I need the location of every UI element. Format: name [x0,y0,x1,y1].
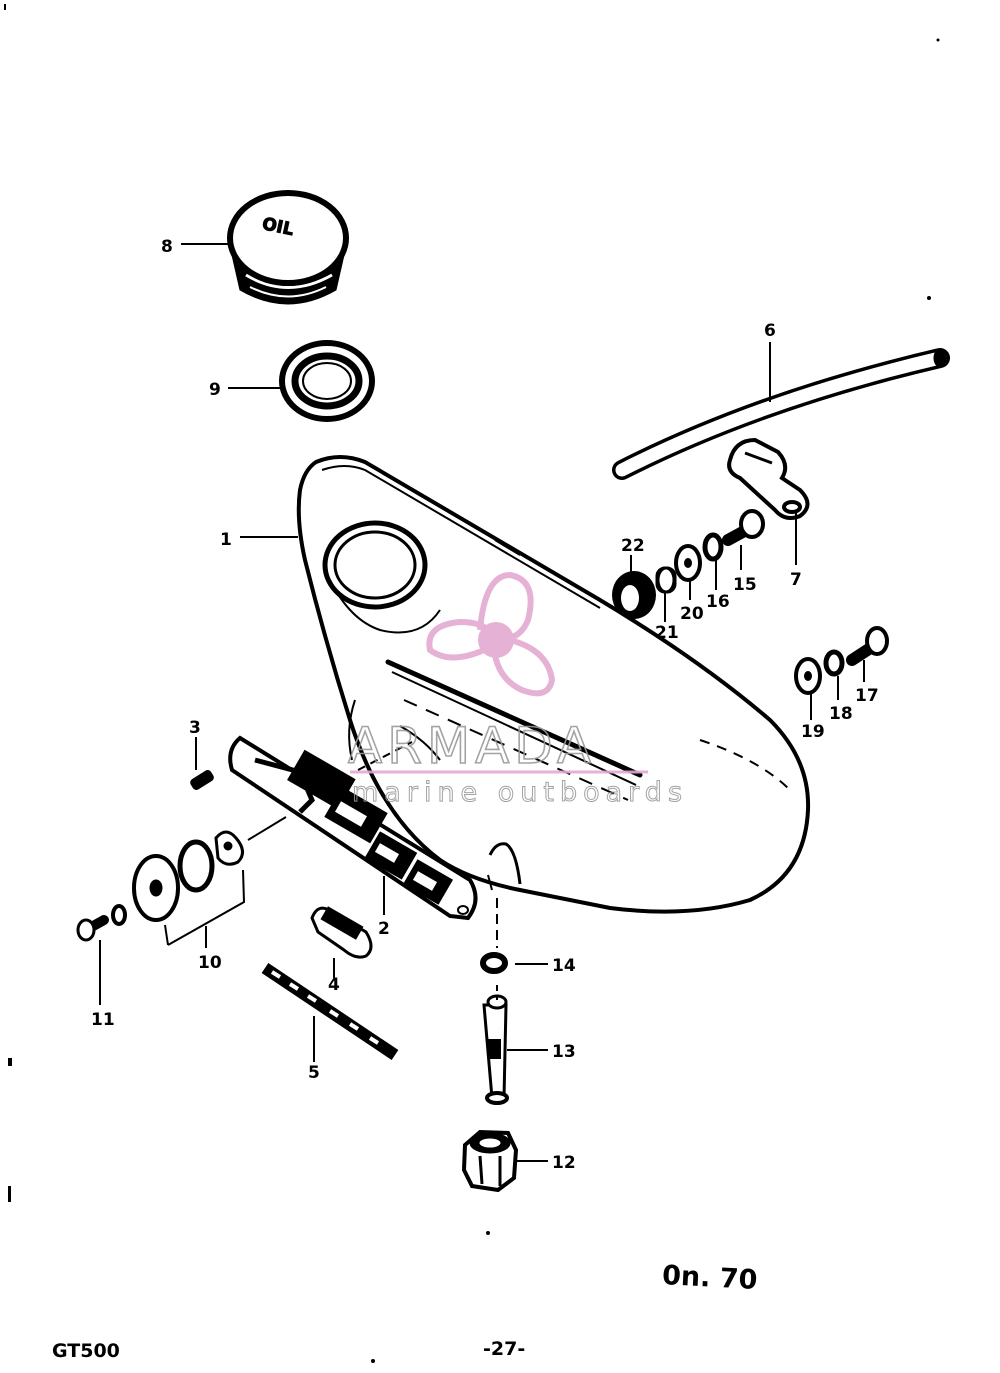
label-4: 4 [328,975,340,995]
label-15: 15 [733,575,757,595]
cap-text: OIL [260,214,295,240]
label-7: 7 [790,570,802,590]
gauge-scale [261,963,399,1060]
washer-18 [823,649,845,677]
washer-16 [702,532,724,562]
label-1: 1 [220,530,232,550]
label-18: 18 [829,704,853,724]
label-3: 3 [189,718,201,738]
label-21: 21 [655,623,679,643]
label-17: 17 [855,686,879,706]
reference-code: 0n. 70 [661,1260,758,1296]
label-12: 12 [552,1153,576,1173]
watermark-title: ARMADA [348,717,596,775]
label-13: 13 [552,1042,576,1062]
screw-3 [190,770,214,790]
label-9: 9 [209,380,221,400]
grommet-22 [612,571,656,619]
oil-cap: OIL [227,190,349,305]
label-16: 16 [706,592,730,612]
watermark: ARMADA marine outboards [347,571,688,809]
propeller-logo [426,571,556,697]
label-22: 22 [621,536,645,556]
label-6: 6 [764,321,776,341]
collar-21 [655,566,677,594]
mount-bolt-lower [846,626,889,666]
label-5: 5 [308,1063,320,1083]
footer-model: GT500 [52,1340,120,1362]
label-20: 20 [680,604,704,624]
label-2: 2 [378,919,390,939]
gauge-lens [310,906,373,959]
label-10: 10 [198,953,222,973]
label-11: 11 [91,1010,115,1030]
leader-lines [99,243,865,1162]
label-8: 8 [161,237,173,257]
scan-specks [4,4,940,1363]
hose-clamp [727,437,810,520]
cap-gasket [279,340,375,422]
screw-11 [76,904,127,942]
level-gauge [228,735,478,921]
vent-hose [612,348,950,480]
washer-20 [674,544,702,582]
mount-bolt-upper [722,509,765,546]
gauge-plate [132,830,246,946]
label-19: 19 [801,722,825,742]
banjo-washer [480,952,508,974]
footer-page: -27- [483,1338,525,1360]
watermark-subtitle: marine outboards [352,777,688,808]
banjo-bolt [482,994,509,1105]
part-labels: 8 9 1 6 7 15 16 20 21 22 17 18 19 3 2 4 … [91,237,879,1173]
label-14: 14 [552,956,576,976]
washer-19 [794,657,822,695]
hex-nut [461,1129,519,1193]
